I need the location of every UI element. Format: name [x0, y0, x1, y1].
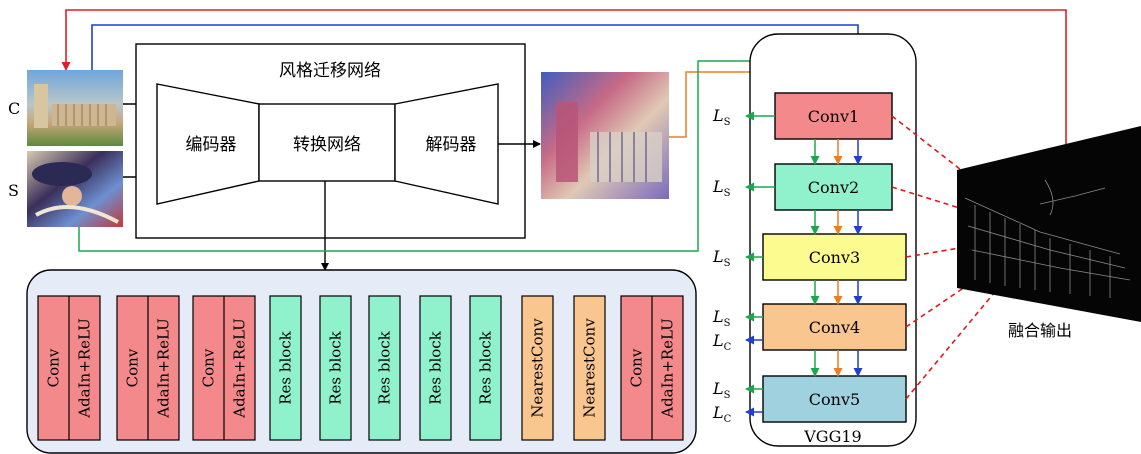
- vgg-layer-3-label: Conv3: [809, 248, 860, 267]
- fusion-dashed-line-1: [891, 115, 1044, 235]
- style-loss-label-3: LS: [712, 247, 731, 269]
- style-image: [27, 151, 123, 227]
- detail-block-11-label: Conv: [628, 348, 646, 387]
- detail-block-6: [368, 295, 401, 441]
- style-label: S: [8, 181, 19, 200]
- transform-label: 转换网络: [293, 135, 361, 155]
- vgg-title: VGG19: [803, 427, 861, 446]
- detail-block-8: [469, 295, 502, 441]
- vgg-layer-4: [762, 303, 907, 351]
- detail-block-4: [269, 295, 302, 441]
- detail-block-7: [419, 295, 452, 441]
- detail-block-9-label: NearestConv: [529, 318, 547, 418]
- vgg-layer-5: [762, 375, 907, 423]
- detail-block-2-sublabel: AdaIn+ReLU: [155, 318, 173, 419]
- content-image: [27, 70, 123, 146]
- detail-block-11-sublabel: AdaIn+ReLU: [659, 318, 677, 419]
- content-label: C: [8, 99, 20, 118]
- vgg-layer-1: [774, 92, 893, 140]
- vgg-connectors: [810, 139, 863, 377]
- vgg-layer-1-label: Conv1: [808, 107, 859, 126]
- red-feedback-line: [61, 9, 1067, 186]
- fusion-output-image: [957, 126, 1141, 322]
- detail-block-1-label: Conv: [45, 348, 63, 387]
- vgg-layer-4-label: Conv4: [809, 318, 860, 337]
- detail-block-5-label: Res block: [327, 330, 345, 404]
- fusion-output-label: 融合输出: [1008, 321, 1072, 340]
- detail-block-1-sublabel: AdaIn+ReLU: [76, 318, 94, 419]
- style-loss-label-1: LS: [712, 106, 731, 128]
- decoder-shape: [394, 83, 499, 205]
- detail-block-2-label: Conv: [124, 348, 142, 387]
- detail-block-9: [521, 295, 554, 441]
- content-loss-label-4: LC: [712, 331, 732, 353]
- transform-shape: [258, 103, 396, 182]
- detail-block-10: [573, 295, 606, 441]
- style-loss-label-5: LS: [712, 379, 731, 401]
- detail-block-4-label: Res block: [277, 330, 295, 404]
- detail-block-10-label: NearestConv: [581, 318, 599, 418]
- detail-block-8-label: Res block: [477, 330, 495, 404]
- content-loss-label-5: LC: [712, 403, 732, 425]
- style-loss-label-2: LS: [712, 177, 731, 199]
- detail-block-6-label: Res block: [376, 330, 394, 404]
- detail-block-5: [319, 295, 352, 441]
- detail-block-3-sublabel: AdaIn+ReLU: [231, 318, 249, 419]
- decoder-label: 解码器: [426, 135, 477, 155]
- detail-block-7-label: Res block: [427, 330, 445, 404]
- style-loss-label-4: LS: [712, 307, 731, 329]
- detail-block-3-label: Conv: [200, 348, 218, 387]
- vgg-layer-2-label: Conv2: [808, 178, 859, 197]
- transfer-network-title: 风格迁移网络: [279, 61, 381, 81]
- stylized-output-image: [541, 72, 669, 199]
- transform-detail-blocks: Conv AdaIn+ReLU Conv AdaIn+ReLU Conv AdaIn+Re…: [37, 295, 684, 441]
- vgg-layer-5-label: Conv5: [809, 390, 860, 409]
- encoder-label: 编码器: [186, 135, 237, 155]
